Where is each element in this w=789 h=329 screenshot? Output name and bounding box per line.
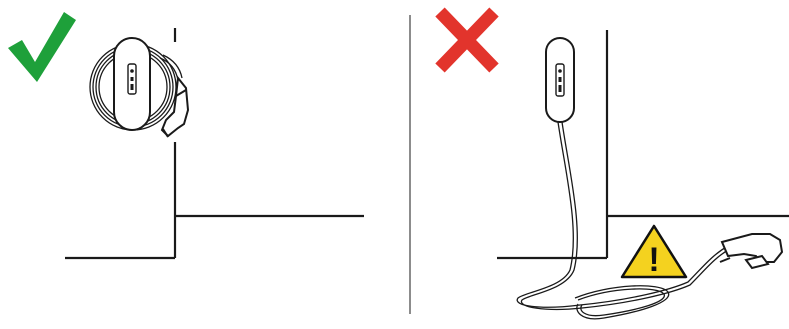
- wall-floor-lines: [65, 28, 364, 260]
- charger-unit: [113, 37, 151, 131]
- loose-cable: [516, 121, 731, 320]
- wall-floor-lines: [497, 30, 789, 260]
- warning-triangle-icon: !: [620, 224, 688, 279]
- incorrect-panel: !: [435, 7, 789, 320]
- charger-unit: [545, 37, 575, 123]
- charging-plug: [719, 233, 784, 270]
- hazard-glyph: !: [648, 241, 659, 279]
- charging-plug: [160, 75, 190, 138]
- cross-icon: [435, 7, 499, 73]
- checkmark-icon: [8, 12, 76, 82]
- correct-panel: [8, 12, 364, 260]
